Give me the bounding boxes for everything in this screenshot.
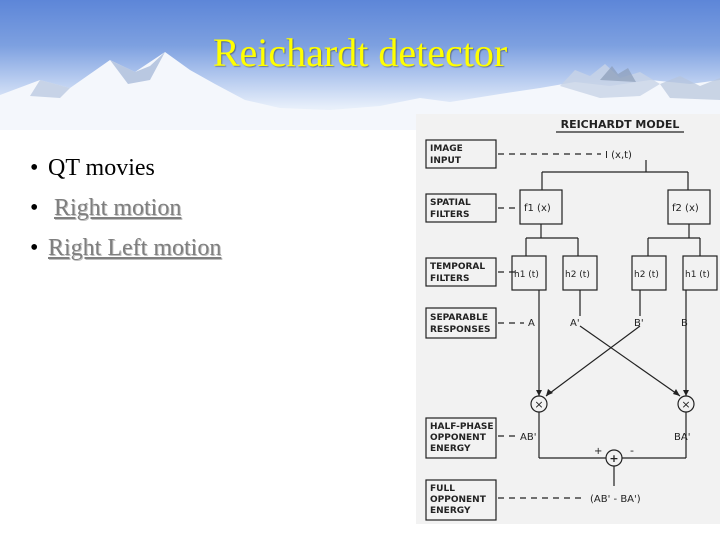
half-phase-output-ba: BA': [674, 432, 690, 443]
response-b-prime: B': [634, 318, 644, 329]
stage-label-temporal-filters-2: FILTERS: [430, 274, 469, 284]
temporal-filter-h1-right: h1 (t): [685, 270, 710, 280]
right-motion-link[interactable]: Right motion: [54, 195, 182, 221]
stage-label-image-input-2: INPUT: [430, 156, 462, 166]
temporal-filter-h1-left: h1 (t): [514, 270, 539, 280]
stage-label-half-phase-3: ENERGY: [430, 444, 471, 454]
bullet-item-right-motion: • Right motion: [30, 188, 221, 228]
bullet-marker: •: [30, 155, 39, 181]
multiplier-right: ×: [681, 398, 690, 411]
bullet-list: • QT movies • Right motion • Right Left mo…: [30, 148, 221, 268]
response-a-prime: A': [570, 318, 580, 329]
slide-title: Reichardt detector: [212, 30, 508, 75]
spatial-filter-f2: f2 (x): [672, 203, 699, 214]
right-left-motion-link[interactable]: Right Left motion: [48, 235, 222, 261]
snowy-mountains-image: [0, 52, 720, 130]
bullet-item-right-left-motion: • Right Left motion: [30, 228, 221, 268]
stage-label-half-phase-2: OPPONENT: [430, 433, 487, 443]
stage-label-image-input-1: IMAGE: [430, 144, 463, 154]
input-signal-label: I (x,t): [605, 150, 632, 161]
reichardt-model-diagram: REICHARDT MODEL IMAGE INPUT SPATIAL FILT…: [416, 114, 720, 524]
stage-label-full-opponent-2: OPPONENT: [430, 495, 487, 505]
half-phase-output-ab: AB': [520, 432, 536, 443]
diagram-title: REICHARDT MODEL: [561, 118, 680, 131]
multiplier-left: ×: [534, 398, 543, 411]
bullet-text: QT movies: [48, 155, 155, 181]
response-b: B: [681, 318, 688, 329]
sum-input-minus: -: [630, 444, 634, 457]
spatial-filter-f1: f1 (x): [524, 203, 551, 214]
stage-label-half-phase-1: HALF-PHASE: [430, 422, 494, 432]
temporal-filter-h2-left: h2 (t): [565, 270, 590, 280]
full-opponent-output: (AB' - BA'): [590, 494, 641, 505]
stage-label-separable-responses-1: SEPARABLE: [430, 313, 488, 323]
stage-label-full-opponent-1: FULL: [430, 484, 455, 494]
temporal-filter-h2-right: h2 (t): [634, 270, 659, 280]
stage-label-full-opponent-3: ENERGY: [430, 506, 471, 516]
bullet-item-qt-movies: • QT movies: [30, 148, 221, 188]
mountain-banner: [0, 0, 720, 130]
stage-label-separable-responses-2: RESPONSES: [430, 325, 490, 335]
bullet-marker: •: [30, 195, 39, 221]
sum-input-plus: +: [594, 446, 602, 457]
summing-node-symbol: +: [609, 452, 618, 465]
response-a: A: [528, 318, 535, 329]
stage-label-temporal-filters-1: TEMPORAL: [430, 262, 485, 272]
diagram-canvas: REICHARDT MODEL IMAGE INPUT SPATIAL FILT…: [425, 118, 718, 521]
stage-label-spatial-filters-1: SPATIAL: [430, 198, 471, 208]
bullet-marker: •: [30, 235, 39, 261]
stage-label-spatial-filters-2: FILTERS: [430, 210, 469, 220]
